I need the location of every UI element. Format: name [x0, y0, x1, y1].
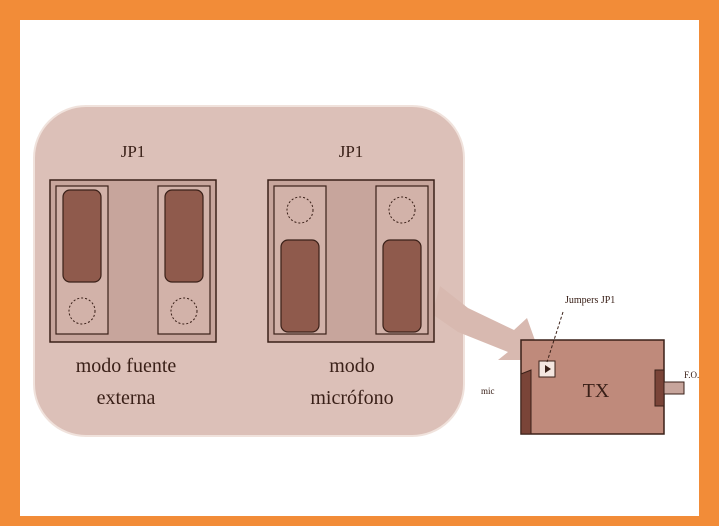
callout-line: [546, 311, 564, 363]
tx-body: [520, 339, 665, 435]
tx-module: TX Jumpers JP1 mic F.O.: [481, 295, 699, 435]
jumper-cap: [382, 239, 422, 333]
jumper-cap: [164, 189, 204, 283]
connector-icon: [654, 369, 685, 407]
circle-icon: [68, 297, 96, 325]
fo-port-label: F.O.: [684, 370, 699, 380]
pointer-arrow: [432, 286, 542, 360]
jumper-cap: [62, 189, 102, 283]
left-jumper-pin-2: [157, 185, 211, 335]
right-jumper-pin-2: [375, 185, 429, 335]
right-jumper-group: JP1 modo micrófono: [267, 142, 435, 409]
left-jumper-label: JP1: [121, 142, 146, 161]
circle-icon: [286, 196, 314, 224]
left-jumper-group: JP1 modo fuente externa: [49, 142, 217, 409]
right-caption-line1: modo: [329, 355, 375, 377]
led-arrow: [545, 365, 551, 373]
right-caption-line2: micrófono: [310, 387, 393, 409]
callout-label: Jumpers JP1: [565, 295, 615, 306]
circle-icon: [388, 196, 416, 224]
mic-port-label: mic: [481, 386, 495, 396]
left-caption-line2: externa: [97, 387, 156, 409]
left-caption-line1: modo fuente: [76, 355, 177, 377]
left-jumper-pin-1: [55, 185, 109, 335]
mic-connector: [520, 369, 532, 435]
right-jumper-pin-1: [273, 185, 327, 335]
tx-label: TX: [583, 380, 610, 402]
circle-icon: [170, 297, 198, 325]
jumper-cap: [280, 239, 320, 333]
right-jumper-label: JP1: [339, 142, 364, 161]
